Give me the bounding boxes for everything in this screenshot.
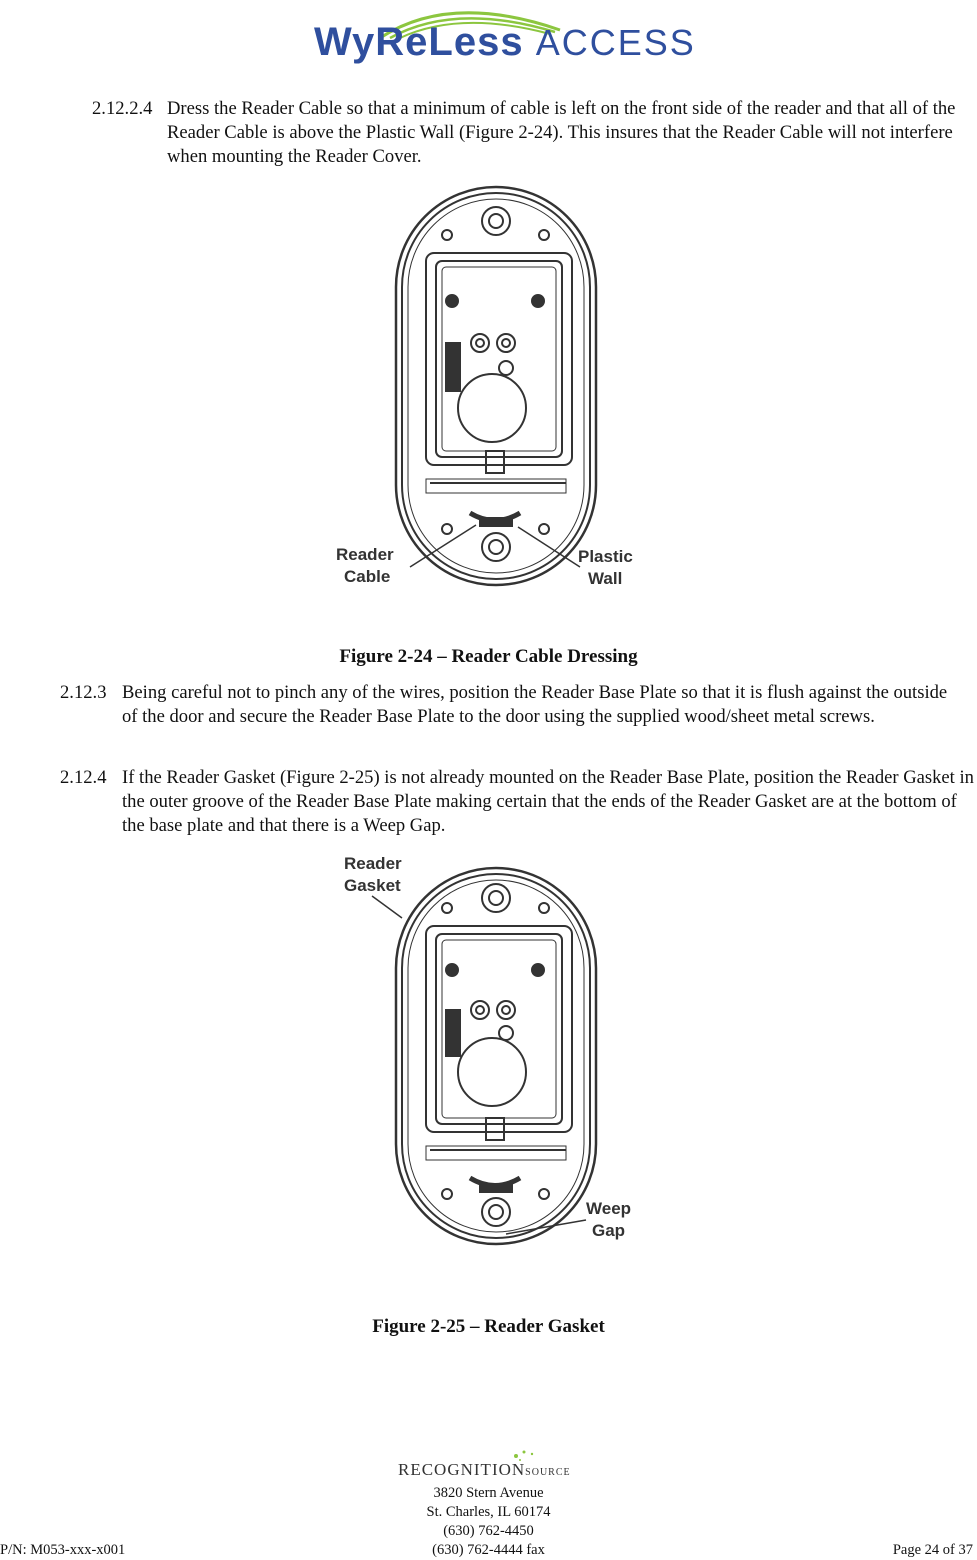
figure-reader-cable-dressing: Reader Cable Plastic Wall [336,185,633,588]
logo-recognition-text: RECOGNITION [398,1460,526,1479]
callout-reader-gasket: Reader [344,854,402,873]
logo-main-text: WyReLess [314,20,524,64]
part-number: P/N: M053-xxx-x001 [0,1542,126,1558]
figure-reader-gasket: Reader Gasket Weep Gap [344,854,631,1246]
section-text: Dress the Reader Cable so that a minimum… [167,98,956,167]
callout-weep-gap-line2: Gap [592,1221,625,1240]
section-2-12-3: 2.12.3 Being careful not to pinch any of… [0,681,977,753]
section-2-12-2-4: 2.12.2.4 Dress the Reader Cable so that … [0,97,977,177]
figure-2-25-caption: Figure 2-25 – Reader Gasket [372,1316,605,1337]
callout-reader-cable: Reader [336,545,394,564]
logo-dots-icon [514,1450,534,1461]
callout-weep-gap: Weep [586,1199,631,1218]
section-number: 2.12.4 [60,767,107,788]
callout-reader-gasket-line2: Gasket [344,876,401,895]
logo-sub-text: ACCESS [535,22,696,63]
section-text: If the Reader Gasket (Figure 2-25) is no… [122,767,974,836]
address-line-1: 3820 Stern Avenue [433,1485,544,1501]
logo-source-text: SOURCE [525,1467,571,1478]
section-number: 2.12.2.4 [92,98,153,119]
recognition-source-logo: RECOGNITIONSOURCE [398,1448,580,1482]
callout-reader-cable-line2: Cable [344,567,390,586]
callout-plastic-wall-line2: Wall [588,569,622,588]
figure-2-24-caption: Figure 2-24 – Reader Cable Dressing [339,646,638,667]
page-number: Page 24 of 37 [892,1542,973,1558]
wyreless-access-logo: WyReLess ACCESS [300,0,694,80]
section-text: Being careful not to pinch any of the wi… [122,682,948,727]
address-line-2: St. Charles, IL 60174 [426,1504,551,1520]
fax-number: (630) 762-4444 fax [432,1542,545,1558]
phone-number: (630) 762-4450 [443,1523,534,1539]
section-2-12-4: 2.12.4 If the Reader Gasket (Figure 2-25… [0,766,977,838]
callout-plastic-wall: Plastic [578,547,633,566]
logo-swoosh-icon [379,11,561,40]
section-number: 2.12.3 [60,682,107,703]
